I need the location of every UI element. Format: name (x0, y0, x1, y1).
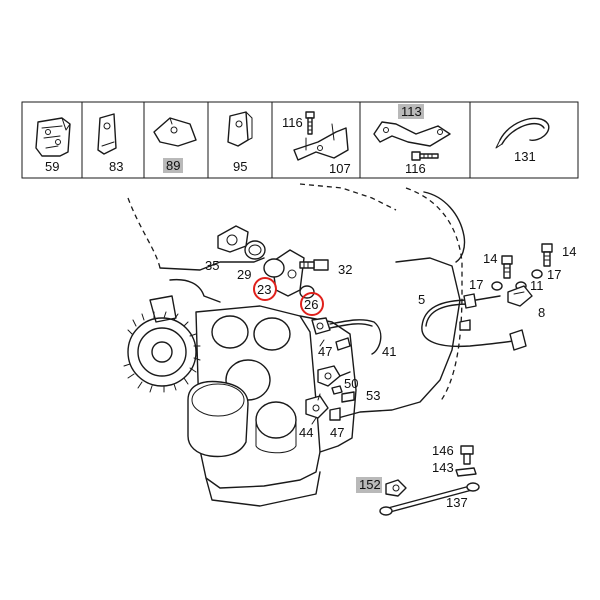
callout-labels: 35 29 23 26 32 47 41 50 53 44 47 5 14 14… (205, 244, 576, 510)
highlight-box-113 (398, 104, 424, 119)
callout-44: 44 (299, 425, 313, 440)
washer-17-a (491, 281, 503, 291)
washer-17-b (531, 269, 543, 279)
legend-label-116: 116 (282, 115, 303, 130)
bolt-14-b-drawing (541, 243, 553, 267)
callout-35: 35 (205, 258, 219, 273)
callout-14-b: 14 (562, 244, 576, 259)
connector-8-drawing (507, 285, 533, 307)
legend-label-107: 107 (329, 161, 351, 176)
part-116-bolt-drawing (305, 111, 315, 135)
red-circle-26 (300, 292, 324, 316)
harness-drawing (421, 243, 553, 351)
washer-143 (455, 467, 477, 477)
engine-block-drawing (123, 183, 466, 507)
callout-53: 53 (366, 388, 380, 403)
bolt-146-drawing (460, 445, 474, 465)
callout-17-a: 17 (469, 277, 483, 292)
legend-label-89: 89 (166, 158, 180, 173)
pulley-drawing (123, 311, 201, 393)
ground-strap-drawing (379, 445, 480, 516)
callout-32: 32 (338, 262, 352, 277)
accessory-cylinders-drawing (187, 315, 297, 458)
part-131-clamp-drawing (495, 117, 550, 149)
callout-5: 5 (418, 292, 425, 307)
legend-label-83: 83 (109, 159, 123, 174)
part-83-plate-drawing (97, 113, 117, 155)
callout-152: 152 (359, 477, 381, 492)
seal-ring-29 (244, 240, 266, 260)
callout-26: 26 (304, 297, 318, 312)
callout-41: 41 (382, 344, 396, 359)
o-ring-26 (299, 285, 315, 299)
legend-label-59: 59 (45, 159, 59, 174)
red-circle-23 (253, 277, 277, 301)
legend-label-131: 131 (514, 149, 536, 164)
callout-146: 146 (432, 443, 454, 458)
nut-152 (385, 479, 407, 497)
callout-137: 137 (446, 495, 468, 510)
legend-label-113: 113 (401, 104, 422, 119)
callout-50: 50 (344, 376, 358, 391)
callout-17-b: 17 (547, 267, 561, 282)
callout-8: 8 (538, 305, 545, 320)
bolt-14-a-drawing (501, 255, 513, 279)
highlight-box-152 (356, 477, 382, 493)
sensor-housing-23-drawing (263, 249, 305, 297)
callout-11: 11 (530, 278, 544, 293)
legend-strip: 59 83 89 95 116 107 113 116 131 (21, 101, 579, 179)
callout-23: 23 (257, 282, 271, 297)
callout-47-a: 47 (318, 344, 332, 359)
highlight-box-89 (163, 158, 183, 173)
part-113-bracket-drawing (373, 121, 451, 147)
callout-29: 29 (237, 267, 251, 282)
gasket-35-drawing (217, 225, 249, 253)
legend-label-95: 95 (233, 159, 247, 174)
bolt-32-drawing (299, 259, 329, 271)
part-107-bracket-drawing (293, 123, 349, 161)
legend-label-116-b: 116 (405, 161, 426, 176)
callout-14-a: 14 (483, 251, 497, 266)
part-89-bracket-drawing (153, 117, 197, 147)
callout-143: 143 (432, 460, 454, 475)
sensor-assembly-drawing (217, 225, 329, 299)
part-59-bracket-drawing (35, 117, 71, 157)
part-116-bolt-drawing-2 (411, 151, 439, 161)
sensor-wiring-drawing (305, 317, 382, 425)
callout-47-b: 47 (330, 425, 344, 440)
part-95-bracket-drawing (227, 111, 253, 147)
